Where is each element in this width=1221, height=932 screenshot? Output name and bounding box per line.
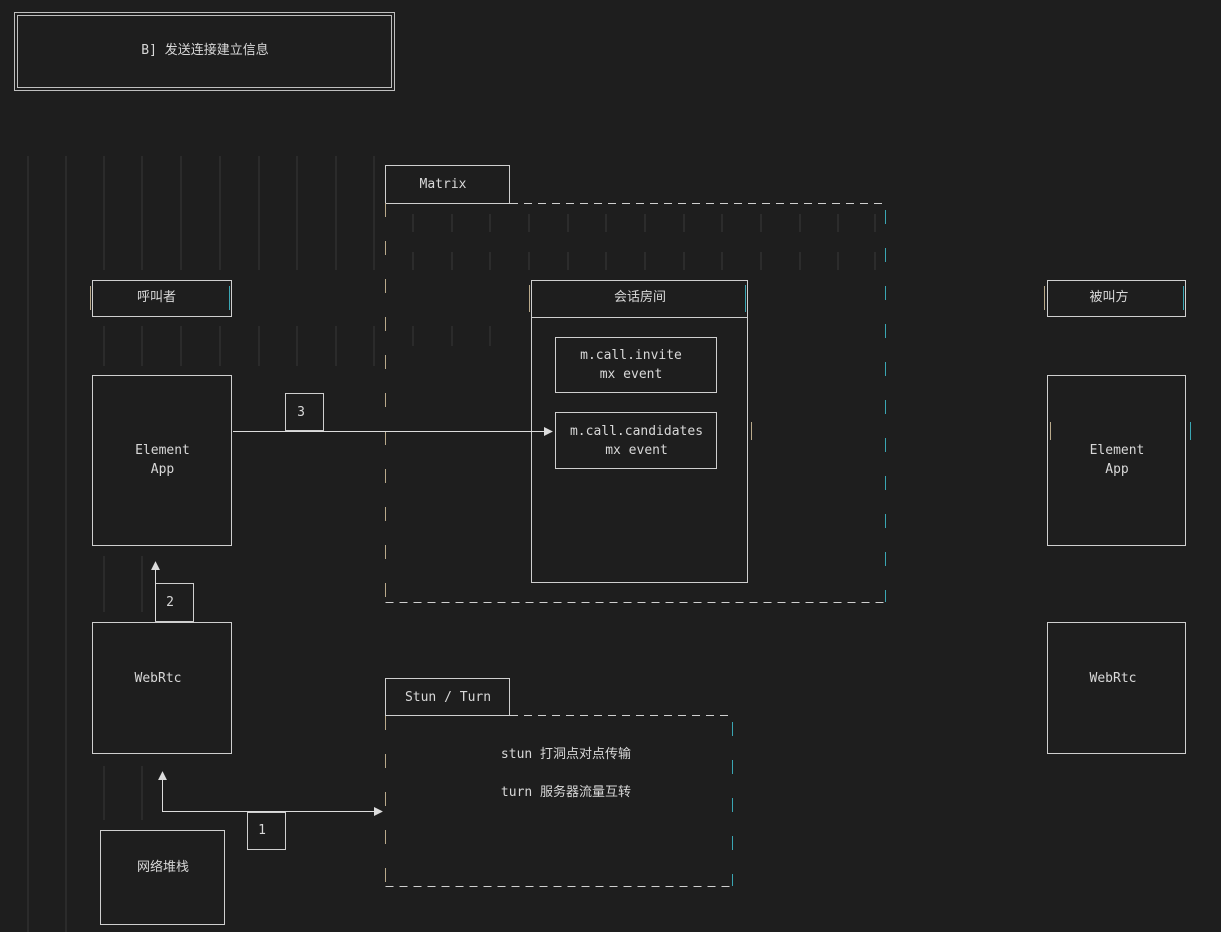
invite-event-label: m.call.invite mx event	[580, 348, 682, 382]
matrix-label: Matrix	[419, 177, 467, 192]
step-2-label: 2	[166, 595, 174, 610]
candidates-event-box	[555, 412, 752, 469]
arrow-step-1	[158, 771, 383, 816]
callee-boxes	[1044, 280, 1191, 754]
invite-event-box	[555, 337, 717, 393]
matrix-region	[385, 165, 886, 603]
title-box	[14, 12, 395, 91]
caller-webrtc-label: WebRtc	[134, 671, 182, 686]
turn-description: turn 服务器流量互转	[500, 785, 632, 800]
stun-description: stun 打洞点对点传输	[500, 747, 632, 762]
page-title: B] 发送连接建立信息	[141, 43, 269, 58]
guide-lines	[27, 156, 491, 932]
caller-label: 呼叫者	[136, 290, 176, 305]
callee-webrtc-label: WebRtc	[1089, 671, 1137, 686]
candidates-event-label: m.call.candidates mx event	[569, 424, 704, 458]
stun-turn-region	[385, 678, 733, 887]
room-label: 会话房间	[613, 290, 666, 305]
callee-label: 被叫方	[1089, 290, 1129, 305]
callee-app-label: Element App	[1089, 443, 1145, 477]
step-3-label: 3	[297, 405, 305, 420]
stun-turn-label: Stun / Turn	[404, 690, 492, 705]
step-1-label: 1	[258, 823, 266, 838]
netstack-label: 网络堆栈	[136, 860, 189, 875]
matrix-inner-guides	[412, 214, 876, 270]
caller-boxes	[90, 280, 232, 925]
caller-app-label: Element App	[135, 443, 190, 477]
